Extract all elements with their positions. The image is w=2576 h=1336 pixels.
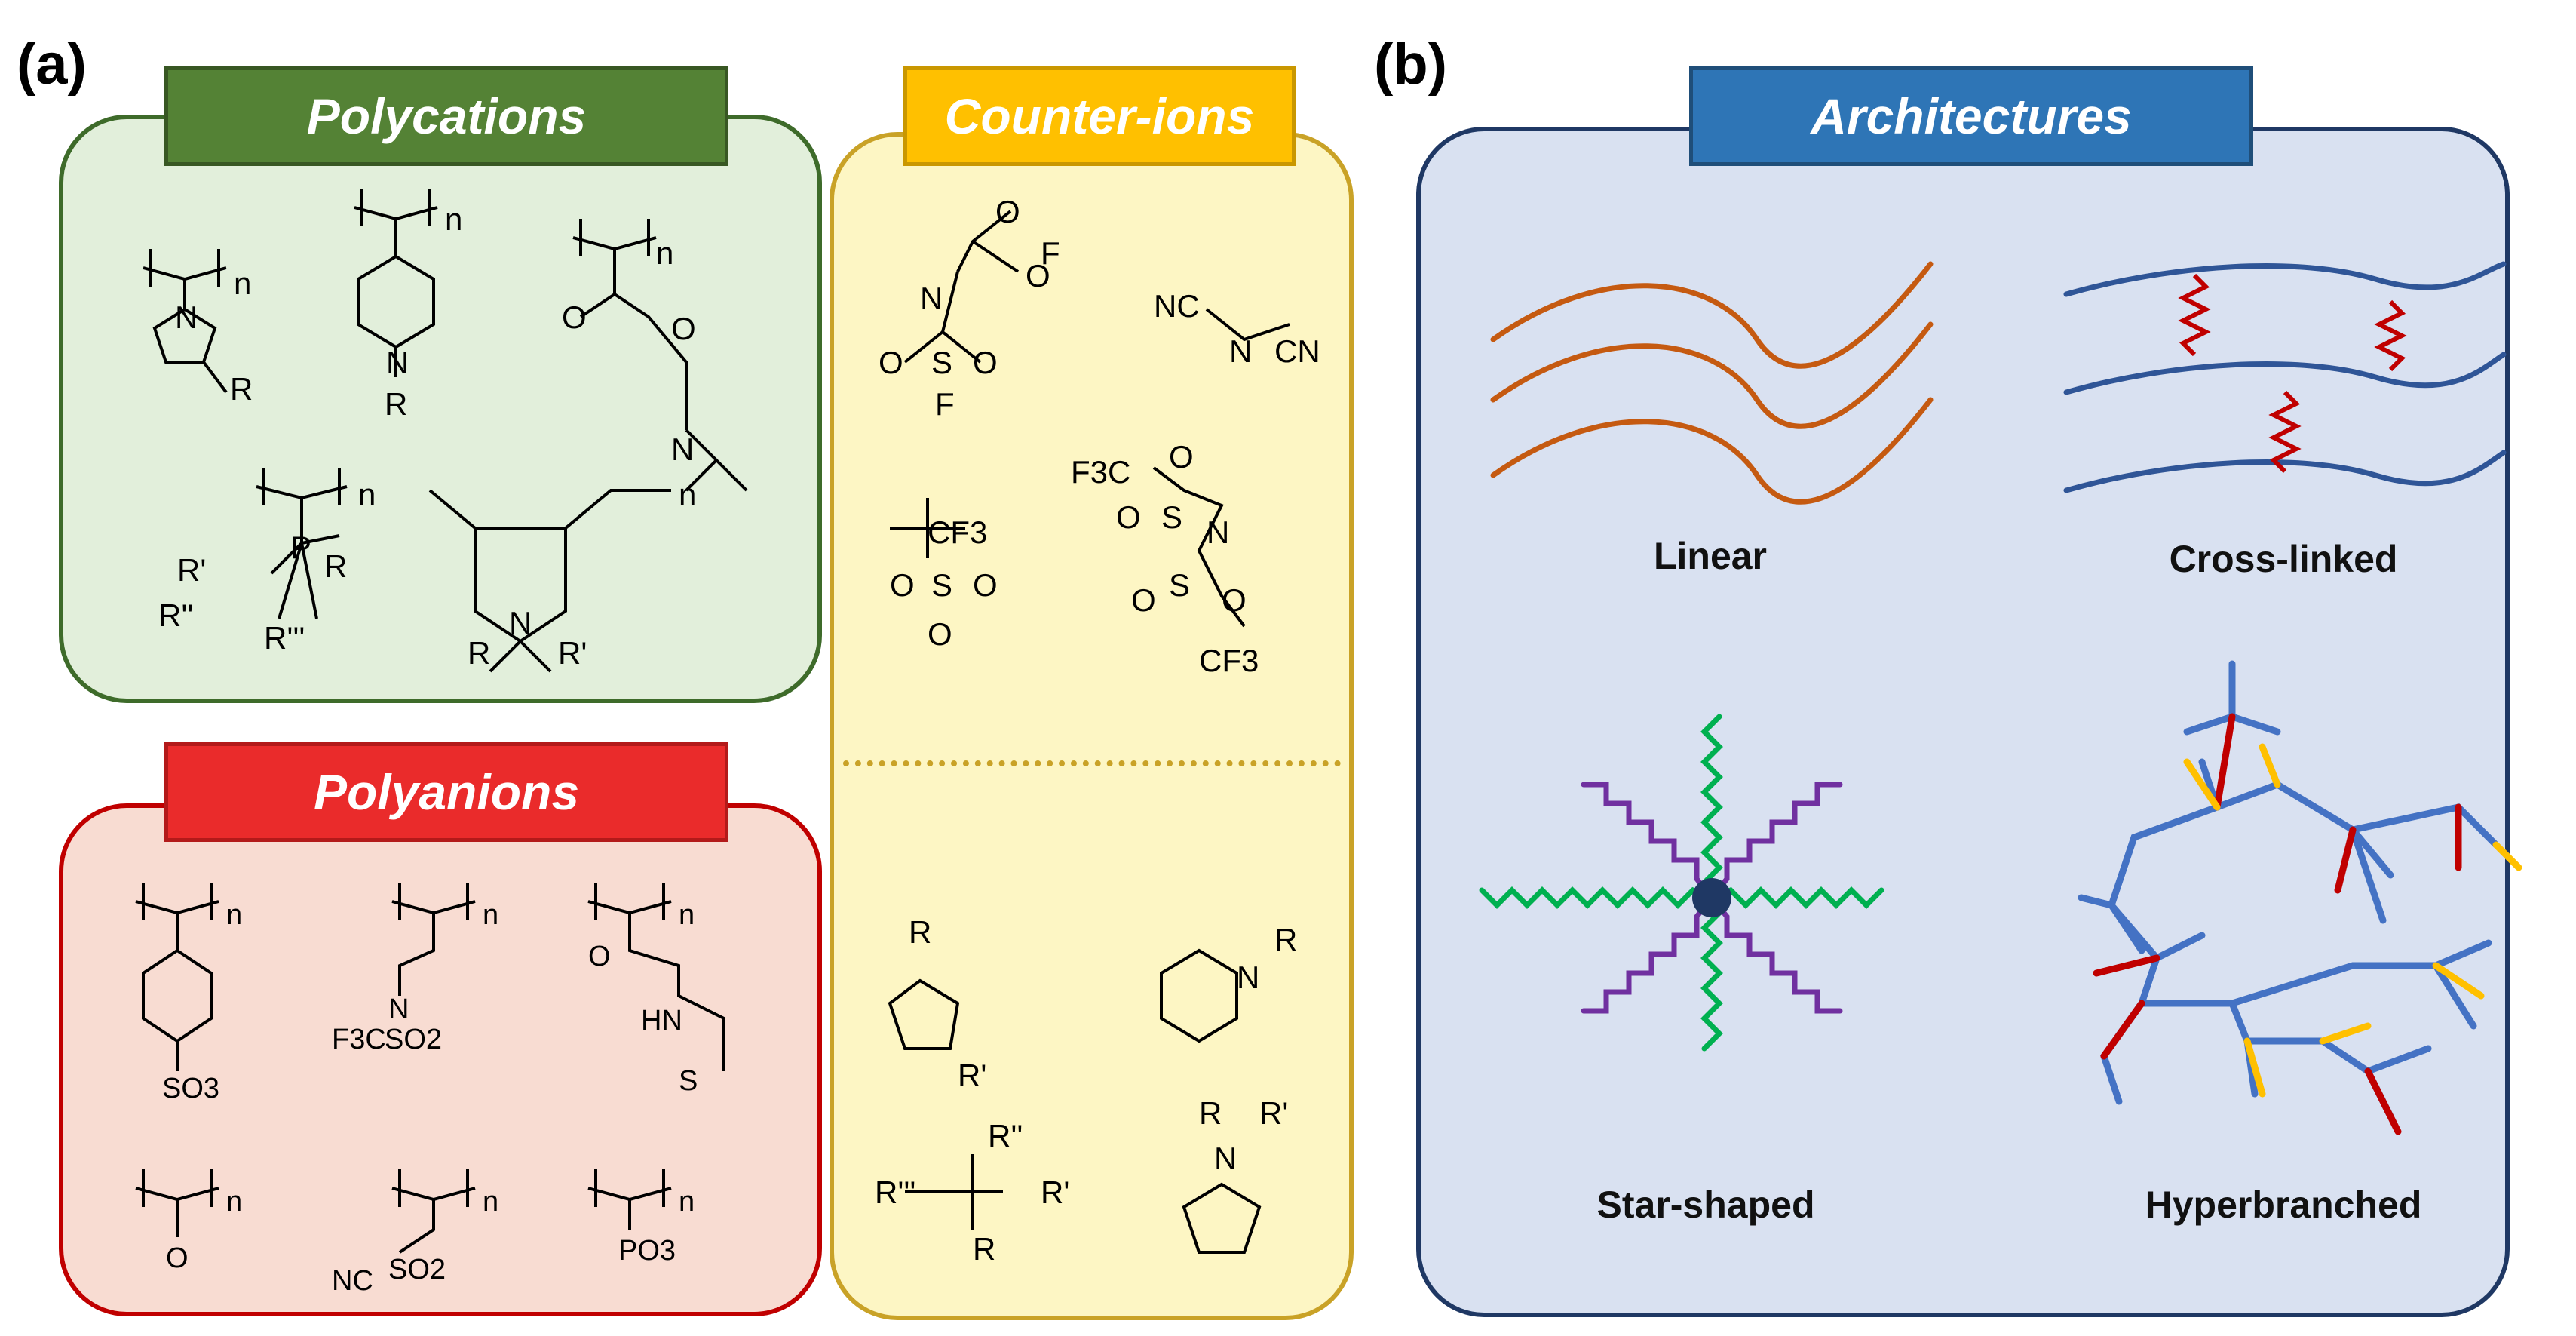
svg-text:O: O (671, 311, 696, 346)
svg-text:R: R (1199, 1095, 1222, 1131)
svg-text:R: R (1274, 922, 1297, 957)
counter-ions-divider (843, 760, 1341, 766)
cation-r3: R''' (875, 1175, 915, 1210)
star-shaped-label: Star-shaped (1596, 1184, 1815, 1226)
svg-text:F: F (1041, 235, 1060, 271)
crosslinked-polymer-graphic (2063, 261, 2507, 493)
group-so2: SO2 (385, 1024, 442, 1055)
panel-a-letter: (a) (17, 32, 87, 97)
svg-text:S: S (1169, 567, 1190, 603)
svg-text:O: O (562, 299, 587, 335)
svg-text:S: S (931, 345, 952, 380)
svg-text:n: n (656, 235, 673, 271)
svg-text:n: n (226, 899, 242, 931)
polycation-structures: n n n n n N R N R O O N R' P R R'' R''' … (143, 189, 748, 673)
svg-text:O: O (166, 1242, 189, 1274)
svg-text:R': R' (558, 635, 587, 671)
cation-r1: R' (958, 1058, 986, 1093)
svg-text:n: n (226, 1186, 242, 1218)
svg-text:R''': R''' (264, 620, 305, 656)
svg-text:CF3: CF3 (1199, 643, 1259, 678)
svg-text:R': R' (1259, 1095, 1288, 1131)
svg-text:n: n (445, 201, 462, 237)
anion-nc: NC (1154, 288, 1200, 324)
svg-text:O: O (973, 345, 998, 380)
svg-text:O: O (1026, 258, 1050, 293)
svg-text:O: O (879, 345, 903, 380)
svg-text:O: O (1169, 439, 1194, 475)
svg-text:N: N (1229, 333, 1252, 369)
group-hn: HN (641, 1005, 682, 1037)
svg-text:R: R (468, 635, 490, 671)
svg-text:R: R (324, 548, 347, 584)
counter-ions-banner: Counter-ions (903, 66, 1296, 166)
svg-text:R': R' (177, 552, 206, 588)
svg-text:O: O (928, 616, 952, 652)
svg-text:N: N (920, 281, 943, 316)
group-o: O (588, 941, 611, 972)
svg-text:N: N (386, 345, 409, 380)
group-f3c: F3C (332, 1024, 386, 1055)
svg-text:N: N (509, 605, 532, 640)
svg-text:S: S (1161, 499, 1182, 535)
svg-text:N: N (1207, 514, 1229, 550)
svg-text:N: N (1214, 1141, 1237, 1176)
hyperbranched-polymer-graphic (2078, 660, 2522, 1135)
group-nc: NC (332, 1265, 373, 1297)
polyanion-structures: n n n n n n SO3 F3C SO2 NC PO3 HN O S N … (135, 883, 725, 1297)
linear-polymer-graphic (1490, 261, 1934, 505)
group-so3: SO3 (162, 1073, 219, 1104)
svg-text:O: O (1131, 582, 1156, 618)
hyperbranched-label: Hyperbranched (2145, 1184, 2422, 1226)
anion-f3c: F3C (1071, 454, 1130, 490)
svg-text:n: n (483, 1186, 498, 1218)
svg-text:O: O (973, 567, 998, 603)
svg-text:P: P (290, 530, 311, 565)
svg-text:N: N (1237, 960, 1259, 995)
star-polymer-graphic (1479, 714, 1884, 1052)
architectures-banner: Architectures (1689, 66, 2253, 166)
svg-text:R'': R'' (158, 597, 193, 633)
anion-cn: CN (1274, 333, 1320, 369)
group-s: S (679, 1065, 698, 1097)
svg-text:SO2: SO2 (388, 1254, 446, 1285)
polyanions-box (59, 803, 822, 1316)
polycations-banner: Polycations (164, 66, 728, 166)
polyanions-banner: Polyanions (164, 742, 728, 842)
svg-text:N: N (388, 994, 409, 1025)
svg-text:R: R (385, 386, 407, 422)
svg-text:n: n (679, 1186, 695, 1218)
svg-text:N: N (671, 432, 694, 467)
svg-text:O: O (1116, 499, 1141, 535)
svg-text:n: n (483, 899, 498, 931)
repeat-label: n (234, 266, 251, 301)
svg-text:n: n (679, 899, 695, 931)
linear-label: Linear (1653, 535, 1768, 577)
svg-text:n: n (358, 477, 376, 512)
star-core (1692, 878, 1731, 917)
svg-text:n: n (679, 477, 696, 512)
counter-ion-structures: O F O N O S O F NC N CN CF3 O S O O F3C … (875, 194, 1320, 1267)
svg-text:O: O (1222, 582, 1247, 618)
svg-text:S: S (931, 567, 952, 603)
svg-text:O: O (995, 194, 1020, 229)
cation-r2: R'' (988, 1118, 1023, 1153)
architectures-box (1416, 127, 2510, 1317)
svg-text:R': R' (1041, 1175, 1069, 1210)
anion-cf3: CF3 (928, 514, 987, 550)
svg-text:N: N (175, 299, 198, 335)
svg-text:R: R (230, 371, 253, 407)
polycations-box (59, 115, 822, 703)
svg-text:O: O (890, 567, 915, 603)
crosslinked-label: Cross-linked (2169, 538, 2398, 580)
cation-r: R (909, 914, 931, 950)
panel-b-letter: (b) (1374, 32, 1448, 97)
svg-text:R: R (973, 1231, 995, 1267)
group-po3: PO3 (618, 1235, 676, 1267)
svg-text:F: F (935, 386, 955, 422)
